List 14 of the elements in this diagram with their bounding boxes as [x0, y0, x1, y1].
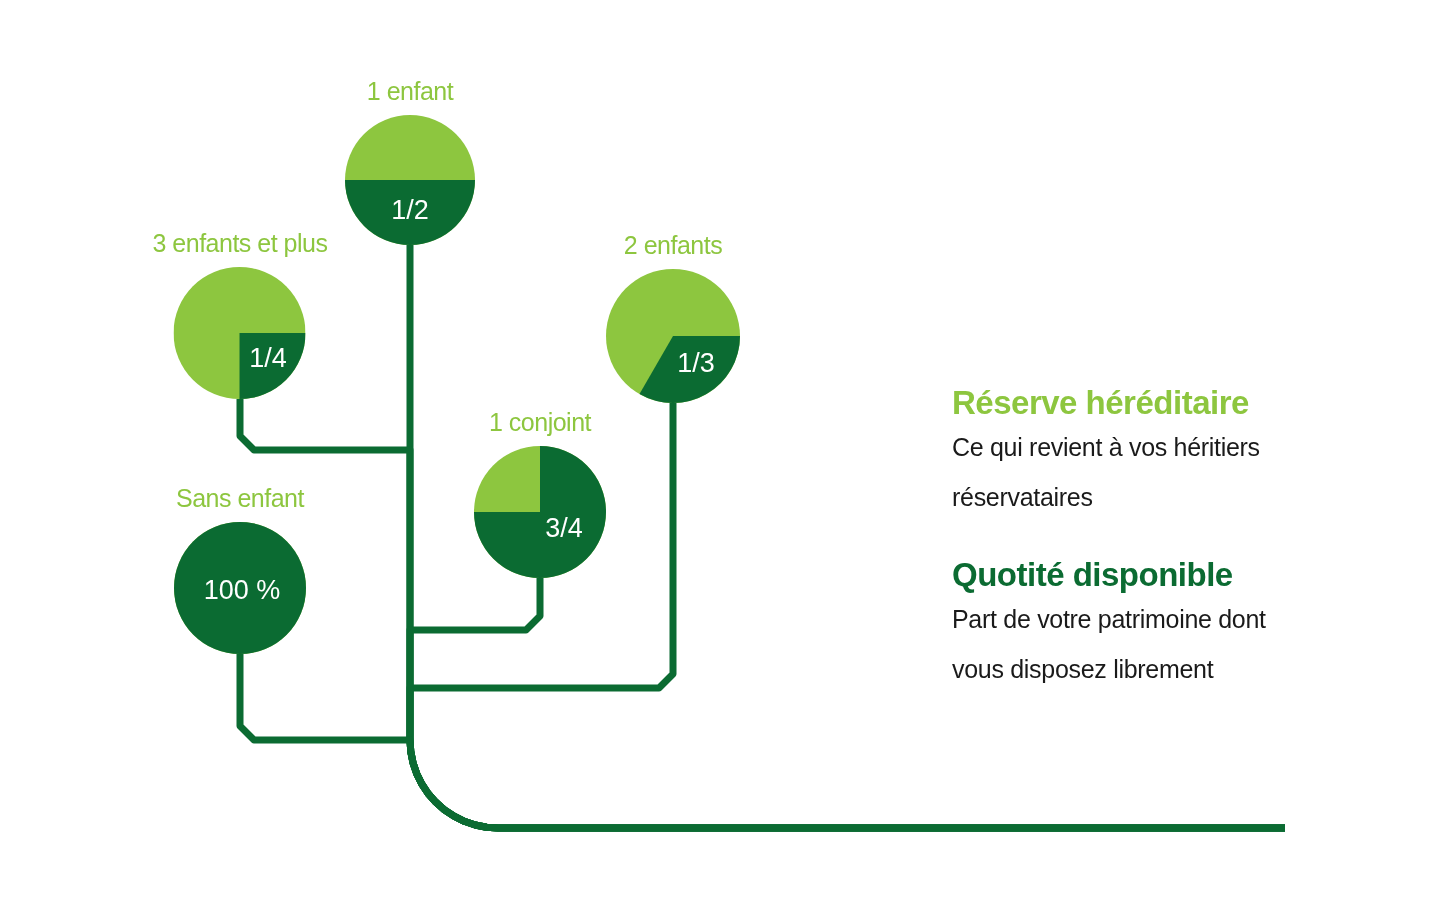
- legend-heading: Quotité disponible: [952, 556, 1234, 594]
- legend-description: Ce qui revient à vos héritiers réservataires: [952, 432, 1261, 513]
- category-label: 1 enfant: [366, 76, 454, 107]
- legend-description: Part de votre patrimoine dont vous disposez librement: [952, 604, 1267, 685]
- fraction-value: 100 %: [203, 574, 281, 606]
- fraction-value: 1/4: [249, 342, 287, 374]
- category-label: 1 conjoint: [489, 407, 591, 438]
- fraction-value: 3/4: [545, 512, 583, 544]
- category-label: 3 enfants et plus: [152, 228, 328, 259]
- legend-heading: Réserve héréditaire: [952, 384, 1250, 422]
- fraction-value: 1/3: [677, 347, 715, 379]
- category-label: 2 enfants: [623, 230, 723, 261]
- category-label: Sans enfant: [176, 483, 304, 514]
- fraction-value: 1/2: [391, 194, 429, 226]
